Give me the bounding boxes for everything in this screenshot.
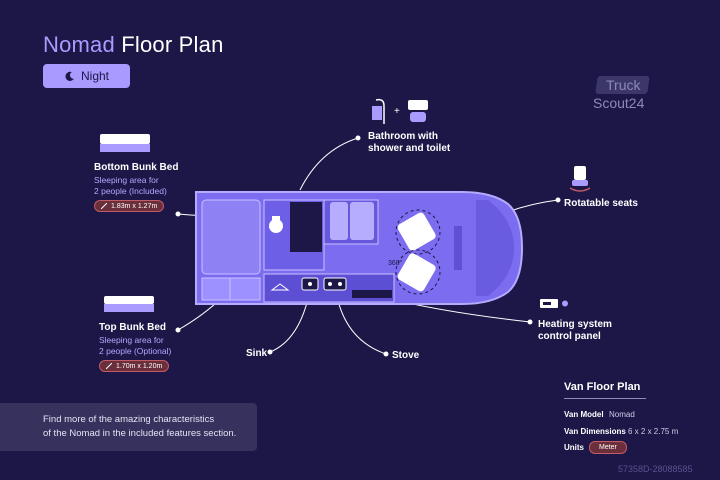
bottom-bunk-size-badge: 1.83m x 1.27m xyxy=(94,200,165,212)
title-accent: Nomad xyxy=(43,32,115,57)
page-title: Nomad Floor Plan xyxy=(43,32,224,58)
top-bunk-desc1: Sleeping area for xyxy=(99,335,164,345)
title-rest: Floor Plan xyxy=(121,32,224,57)
units-value: Meter xyxy=(599,444,617,451)
ruler-icon xyxy=(101,203,107,209)
bottom-bunk-title: Bottom Bunk Bed xyxy=(94,162,179,173)
info-box xyxy=(0,403,257,451)
logo-line2: Scout24 xyxy=(593,95,645,111)
ruler-icon xyxy=(106,363,112,369)
logo-line1: Truck xyxy=(606,77,641,93)
heating-panel-icon xyxy=(540,299,568,308)
seats-label: Rotatable seats xyxy=(564,198,638,209)
van-model-value: Nomad xyxy=(609,410,635,419)
specs-title: Van Floor Plan xyxy=(564,381,641,393)
connector-bathroom xyxy=(299,137,359,191)
truckscout-logo: Truck Scout24 xyxy=(592,74,662,121)
bottom-bunk-desc1: Sleeping area for xyxy=(94,175,159,185)
top-bunk-size: 1.70m x 1.20m xyxy=(116,362,163,370)
bathroom-label-2: shower and toilet xyxy=(368,143,451,154)
stove-label: Stove xyxy=(392,350,420,361)
specs-divider xyxy=(564,398,646,399)
seat-icon xyxy=(569,166,591,192)
info-line1: Find more of the amazing characteristics xyxy=(43,414,215,425)
van-dimensions-label: Van Dimensions xyxy=(564,427,626,436)
top-bunk-icon xyxy=(104,296,154,312)
bottom-bunk-desc2: 2 people (Included) xyxy=(94,186,167,196)
bathroom-label-1: Bathroom with xyxy=(368,131,438,142)
seat-rotation-label: 360° xyxy=(388,259,403,267)
top-bunk-title: Top Bunk Bed xyxy=(99,322,167,333)
heating-label-2: control panel xyxy=(538,331,601,342)
bunk-bed-icon xyxy=(100,134,150,152)
bottom-bunk-size: 1.83m x 1.27m xyxy=(111,202,158,210)
moon-icon xyxy=(65,71,74,81)
bathroom-plus: + xyxy=(394,106,400,117)
van-model-label: Van Model xyxy=(564,410,604,419)
units-label: Units xyxy=(564,443,584,452)
mode-label: Night xyxy=(80,69,109,83)
watermark: 57358D-28088585 xyxy=(618,464,693,474)
info-line2: of the Nomad in the included features se… xyxy=(43,428,237,439)
top-bunk-size-badge: 1.70m x 1.20m xyxy=(99,360,170,372)
info-text: Find more of the amazing characteristics… xyxy=(43,413,236,441)
top-bunk-desc2: 2 people (Optional) xyxy=(99,346,172,356)
van-floorplan: 360° xyxy=(195,191,524,305)
sink-label: Sink xyxy=(246,348,268,359)
van-dimensions-value: 6 x 2 x 2.75 m xyxy=(628,427,679,436)
night-mode-button[interactable]: Night xyxy=(43,64,130,88)
bathroom-icon: + xyxy=(372,98,428,124)
units-toggle[interactable]: Meter xyxy=(589,441,627,454)
heating-label-1: Heating system xyxy=(538,319,612,330)
